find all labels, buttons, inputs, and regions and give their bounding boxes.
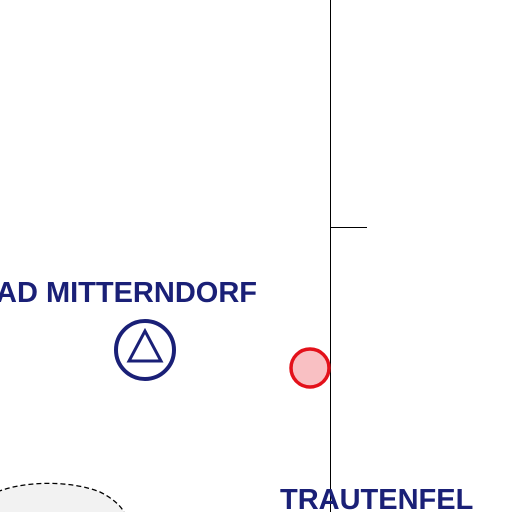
terrain-area xyxy=(0,483,124,512)
trautenfels-label: TRAUTENFEL xyxy=(280,484,473,512)
triangle-in-circle-icon[interactable] xyxy=(114,319,176,381)
terrain-boundary xyxy=(0,482,125,512)
bad-mitterndorf-label: AD MITTERNDORF xyxy=(0,277,257,309)
red-circle-icon[interactable] xyxy=(289,347,331,389)
